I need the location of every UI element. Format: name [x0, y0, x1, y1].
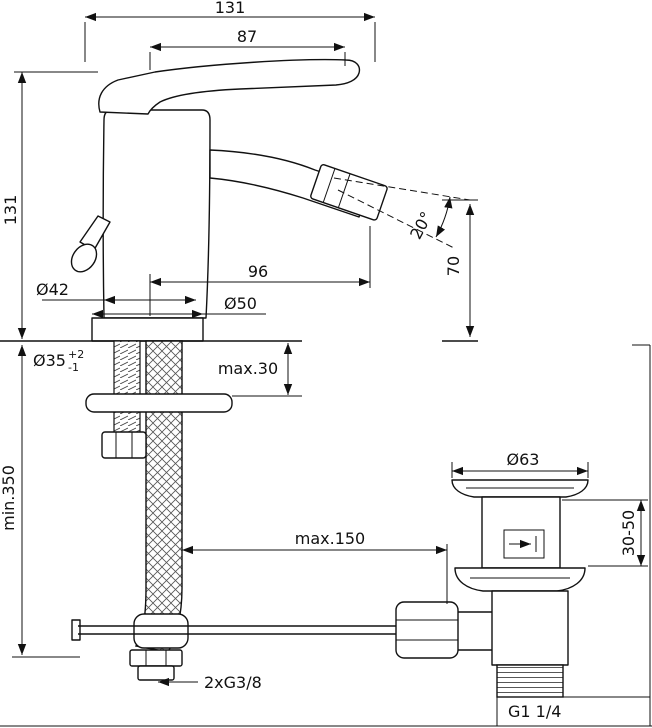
mounting-hardware — [71, 340, 398, 681]
label-supply-thread: 2xG3/8 — [204, 673, 262, 692]
label-height: 131 — [1, 195, 20, 226]
dim-handle-length — [149, 42, 346, 70]
dim-outlet-height — [442, 199, 478, 337]
waste-tailpiece — [491, 590, 569, 666]
label-body-diameter: Ø42 — [36, 280, 69, 299]
dim-hose-length — [12, 345, 80, 658]
faucet-body — [102, 109, 211, 319]
dim-waste-range — [562, 499, 648, 567]
threaded-shank — [113, 340, 141, 434]
aerator — [310, 164, 388, 221]
waste-thread-section — [496, 664, 564, 698]
label-hole-tol-lower: -1 — [68, 361, 79, 374]
label-hole-diameter: Ø35 — [33, 351, 66, 370]
rod-connector-nut — [395, 601, 459, 659]
label-reach: 96 — [248, 262, 268, 281]
rod-end-cap — [71, 619, 81, 641]
faucet-assembly — [70, 58, 388, 342]
dim-height — [14, 71, 98, 339]
label-handle-length: 87 — [237, 27, 257, 46]
label-rod-length: max.150 — [295, 529, 365, 548]
base-plate — [91, 317, 204, 342]
label-hose-length: min.350 — [0, 465, 18, 531]
waste-bell-flange — [454, 567, 586, 592]
mounting-nut — [101, 431, 147, 459]
dim-rod-length — [182, 544, 448, 604]
popup-lever-rod — [79, 215, 111, 251]
label-deck-thickness: max.30 — [218, 359, 278, 378]
label-outlet-height: 70 — [444, 256, 463, 276]
angle-reference — [333, 177, 471, 249]
label-hole-tol-upper: +2 — [68, 348, 84, 361]
hose-clip — [133, 613, 189, 649]
flow-mark-box — [503, 529, 545, 559]
handle-lever — [98, 58, 361, 115]
mounting-washer — [85, 393, 233, 413]
label-waste-thread: G1 1/4 — [508, 702, 561, 721]
hose-fitting-tip — [137, 665, 175, 681]
waste-assembly — [395, 479, 589, 698]
waste-body — [481, 496, 561, 569]
label-waste-range: 30-50 — [619, 510, 638, 557]
label-overall-length: 131 — [215, 0, 246, 17]
label-base-diameter: Ø50 — [224, 294, 257, 313]
label-waste-diameter: Ø63 — [507, 450, 540, 469]
dim-overall-length — [84, 12, 376, 62]
hose-fitting-nut — [129, 649, 183, 667]
supply-hose — [134, 340, 183, 653]
dim-waste-diameter — [451, 462, 589, 478]
dim-reach — [149, 226, 371, 316]
popup-lever-knob — [70, 243, 98, 273]
